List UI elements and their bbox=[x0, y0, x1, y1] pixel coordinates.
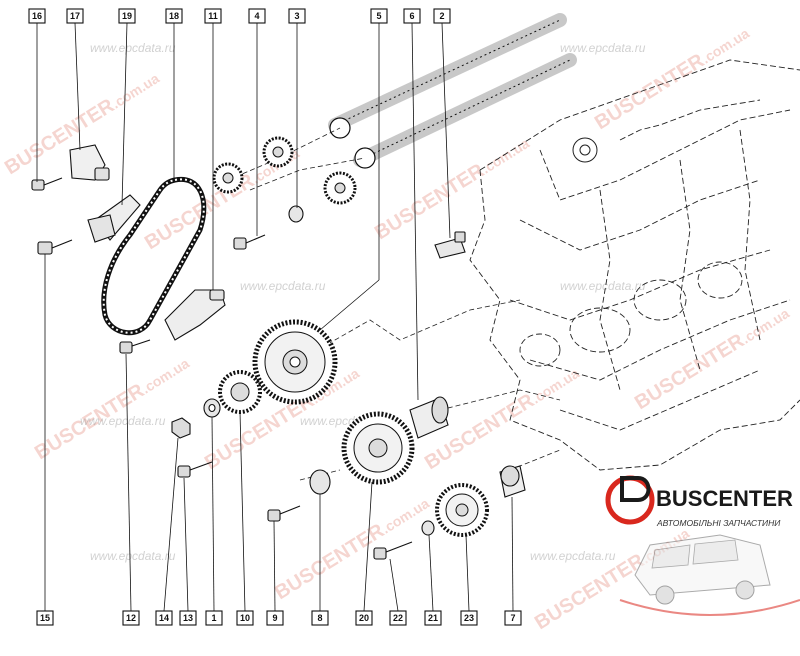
callout-20: 20 bbox=[355, 610, 373, 626]
svg-text:9: 9 bbox=[272, 613, 277, 623]
van-icon bbox=[619, 534, 800, 616]
part-13-bolt bbox=[177, 461, 213, 478]
svg-text:6: 6 bbox=[409, 11, 414, 21]
part-3-gear bbox=[288, 171, 357, 223]
callout-18: 18 bbox=[165, 8, 183, 24]
part-11-chain-guide bbox=[164, 289, 226, 341]
callout-10: 10 bbox=[236, 610, 254, 626]
part-1-washer bbox=[203, 398, 221, 418]
svg-text:16: 16 bbox=[32, 11, 42, 21]
svg-text:23: 23 bbox=[464, 613, 474, 623]
callout-1: 1 bbox=[205, 610, 223, 626]
camshafts bbox=[328, 13, 577, 169]
part-7-bushing bbox=[499, 465, 526, 498]
callout-13: 13 bbox=[179, 610, 197, 626]
svg-text:17: 17 bbox=[70, 11, 80, 21]
svg-text:www.epcdata.ru: www.epcdata.ru bbox=[560, 279, 646, 293]
svg-text:19: 19 bbox=[122, 11, 132, 21]
svg-text:15: 15 bbox=[40, 613, 50, 623]
part-14-nut bbox=[171, 417, 191, 439]
callout-14: 14 bbox=[155, 610, 173, 626]
part-17-chain-tensioner bbox=[69, 144, 110, 181]
part-19-chain-guide bbox=[87, 194, 141, 243]
part-21-washer bbox=[421, 520, 435, 536]
svg-text:АВТОМОБІЛЬНІ ЗАПЧАСТИНИ: АВТОМОБІЛЬНІ ЗАПЧАСТИНИ bbox=[656, 518, 781, 528]
part-8-washer bbox=[309, 469, 331, 495]
part-6-sleeve bbox=[409, 396, 449, 439]
part-15-bolt bbox=[37, 239, 73, 255]
callout-21: 21 bbox=[424, 610, 442, 626]
svg-text:www.epcdata.ru: www.epcdata.ru bbox=[80, 414, 166, 428]
part-20-gear bbox=[341, 411, 415, 485]
svg-text:1: 1 bbox=[211, 613, 216, 623]
part-16-bolt bbox=[31, 177, 63, 191]
callout-2: 2 bbox=[433, 8, 451, 24]
callout-15: 15 bbox=[36, 610, 54, 626]
svg-text:BUSCENTER.com.ua: BUSCENTER.com.ua bbox=[631, 301, 793, 414]
callout-16: 16 bbox=[28, 8, 46, 24]
svg-text:BUSCENTER: BUSCENTER bbox=[656, 486, 793, 511]
svg-text:13: 13 bbox=[183, 613, 193, 623]
part-22-bolt bbox=[373, 541, 413, 560]
callout-6: 6 bbox=[403, 8, 421, 24]
svg-text:8: 8 bbox=[317, 613, 322, 623]
svg-text:BUSCENTER.com.ua: BUSCENTER.com.ua bbox=[591, 21, 753, 134]
svg-text:www.epcdata.ru: www.epcdata.ru bbox=[560, 41, 646, 55]
svg-text:12: 12 bbox=[126, 613, 136, 623]
part-18-timing-chain bbox=[101, 176, 207, 336]
svg-text:20: 20 bbox=[359, 613, 369, 623]
part-4-gear bbox=[233, 136, 294, 250]
svg-text:www.epcdata.ru: www.epcdata.ru bbox=[530, 549, 616, 563]
svg-text:22: 22 bbox=[393, 613, 403, 623]
callout-4: 4 bbox=[248, 8, 266, 24]
svg-text:18: 18 bbox=[169, 11, 179, 21]
svg-text:14: 14 bbox=[159, 613, 169, 623]
part-9-bolt bbox=[267, 505, 301, 522]
svg-text:3: 3 bbox=[294, 11, 299, 21]
callout-5: 5 bbox=[370, 8, 388, 24]
part-10-sprocket bbox=[218, 370, 262, 414]
part-12-bolt bbox=[119, 339, 151, 354]
svg-text:10: 10 bbox=[240, 613, 250, 623]
svg-text:21: 21 bbox=[428, 613, 438, 623]
svg-text:4: 4 bbox=[254, 11, 259, 21]
svg-text:7: 7 bbox=[510, 613, 515, 623]
svg-text:5: 5 bbox=[376, 11, 381, 21]
callout-7: 7 bbox=[504, 610, 522, 626]
callout-11: 11 bbox=[204, 8, 222, 24]
svg-text:www.epcdata.ru: www.epcdata.ru bbox=[240, 279, 326, 293]
leader-lines bbox=[36, 22, 514, 612]
svg-text:www.epcdata.ru: www.epcdata.ru bbox=[90, 41, 176, 55]
svg-text:www.epcdata.ru: www.epcdata.ru bbox=[90, 549, 176, 563]
callout-9: 9 bbox=[266, 610, 284, 626]
parts bbox=[31, 136, 526, 560]
part-5-large-gear bbox=[252, 319, 338, 405]
engine-block-outline bbox=[469, 59, 800, 471]
part-2-sensor bbox=[434, 231, 466, 259]
callout-12: 12 bbox=[122, 610, 140, 626]
svg-text:2: 2 bbox=[439, 11, 444, 21]
callout-22: 22 bbox=[389, 610, 407, 626]
buscenter-logo: BUSCENTER АВТОМОБІЛЬНІ ЗАПЧАСТИНИ bbox=[605, 475, 800, 616]
callout-17: 17 bbox=[66, 8, 84, 24]
svg-text:11: 11 bbox=[208, 11, 218, 21]
part-23-gear bbox=[435, 483, 489, 537]
callout-8: 8 bbox=[311, 610, 329, 626]
svg-text:BUSCENTER.com.ua: BUSCENTER.com.ua bbox=[31, 351, 193, 464]
part-sprocket-upper bbox=[212, 162, 244, 194]
callout-23: 23 bbox=[460, 610, 478, 626]
callout-19: 19 bbox=[118, 8, 136, 24]
callout-3: 3 bbox=[288, 8, 306, 24]
